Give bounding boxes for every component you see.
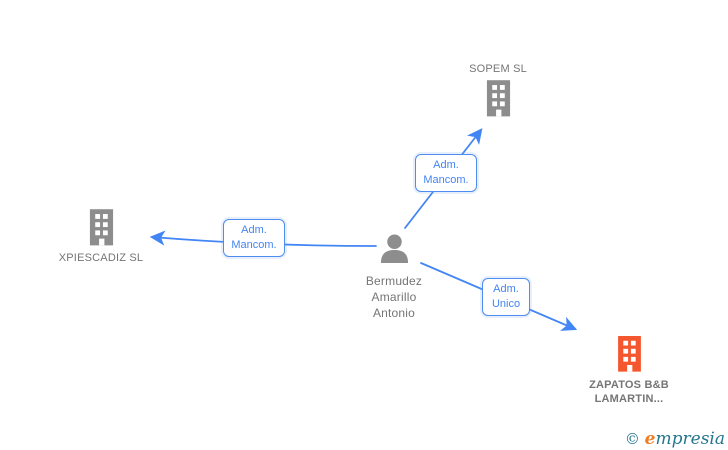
building-icon [616, 336, 643, 374]
company-label-sopem: SOPEM SL [469, 63, 527, 75]
building-icon [485, 80, 512, 119]
edge-label-adm-mancom-xpiescadiz[interactable]: Adm. Mancom. [223, 219, 285, 257]
company-node-sopem[interactable]: SOPEM SL [438, 63, 558, 119]
company-node-zapatos[interactable]: ZAPATOS B&B LAMARTIN... [569, 336, 689, 406]
company-label-zapatos: ZAPATOS B&B LAMARTIN... [589, 379, 669, 405]
watermark-brand-initial: e [644, 429, 656, 449]
copyright-symbol: © [624, 430, 640, 448]
edge-label-adm-mancom-sopem[interactable]: Adm. Mancom. [415, 154, 477, 192]
person-node-bermudez[interactable]: Bermudez Amarillo Antonio [334, 234, 454, 321]
edge-label-adm-unico-zapatos[interactable]: Adm. Unico [482, 278, 530, 316]
person-icon [378, 234, 411, 263]
building-icon [88, 209, 115, 248]
person-label: Bermudez Amarillo Antonio [365, 274, 423, 320]
empresia-watermark: © empresia [625, 429, 725, 449]
watermark-brand-rest: mpresia [655, 429, 726, 449]
company-node-xpiescadiz[interactable]: XPIESCADIZ SL [41, 209, 161, 265]
company-label-xpiescadiz: XPIESCADIZ SL [58, 252, 144, 264]
